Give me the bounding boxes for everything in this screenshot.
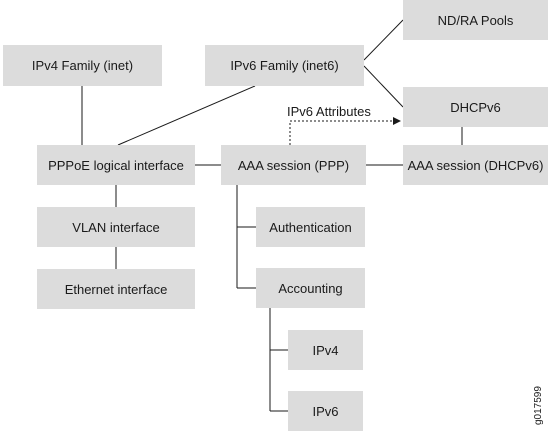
edge-ipv6family-ndra	[363, 19, 404, 61]
pppoe-logical-interface-node: PPPoE logical interface	[37, 145, 195, 185]
nd-ra-pools-node: ND/RA Pools	[403, 0, 548, 40]
dhcpv6-node: DHCPv6	[403, 87, 548, 127]
ipv6-node: IPv6	[288, 391, 363, 431]
ipv4-node: IPv4	[288, 330, 363, 370]
edge-ipv6-attributes-arrow	[289, 117, 401, 145]
aaa-session-ppp-node: AAA session (PPP)	[221, 145, 366, 185]
vlan-interface-node: VLAN interface	[37, 207, 195, 247]
aaa-session-dhcpv6-node: AAA session (DHCPv6)	[403, 145, 548, 185]
authentication-node: Authentication	[256, 207, 365, 247]
ethernet-interface-node: Ethernet interface	[37, 269, 195, 309]
ipv6-attributes-label: IPv6 Attributes	[287, 104, 371, 119]
edge-ipv6family-pppoe	[117, 85, 256, 146]
figure-id: g017599	[533, 386, 544, 425]
ipv4-family-node: IPv4 Family (inet)	[3, 45, 162, 86]
edge-ipv6family-dhcpv6	[363, 65, 404, 108]
ipv6-family-node: IPv6 Family (inet6)	[205, 45, 364, 86]
accounting-node: Accounting	[256, 268, 365, 308]
